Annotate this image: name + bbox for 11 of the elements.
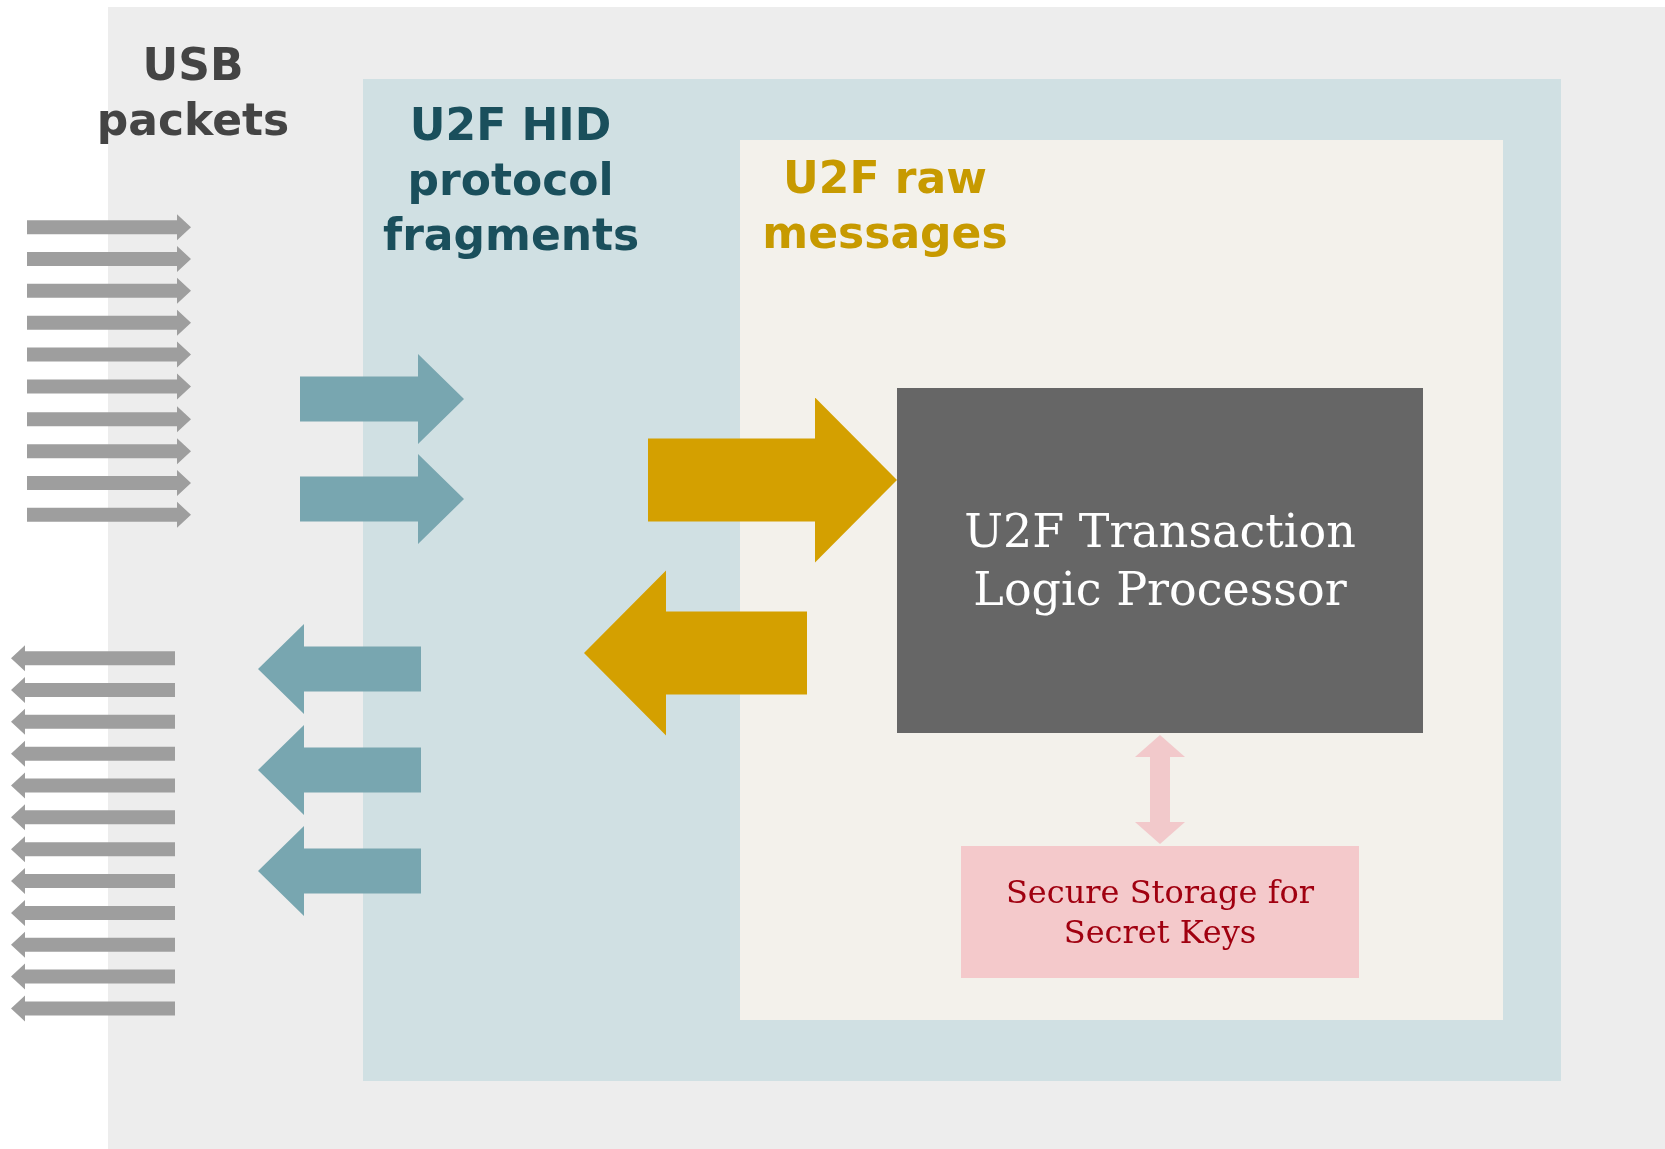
arrow — [648, 397, 897, 563]
double-arrow — [1135, 735, 1185, 844]
panel-heading: U2F raw messages — [761, 151, 1009, 260]
protocol-panel — [363, 79, 1561, 1081]
processor-box — [897, 388, 1423, 733]
box-label: U2F Transaction Logic Processor — [963, 503, 1357, 618]
messages-panel — [740, 140, 1503, 1020]
storage-box — [961, 846, 1359, 978]
box-label: Secure Storage for Secret Keys — [1004, 872, 1316, 952]
panel-heading: U2F HID protocol fragments — [383, 98, 638, 262]
panel-heading: USB packets — [95, 38, 291, 147]
